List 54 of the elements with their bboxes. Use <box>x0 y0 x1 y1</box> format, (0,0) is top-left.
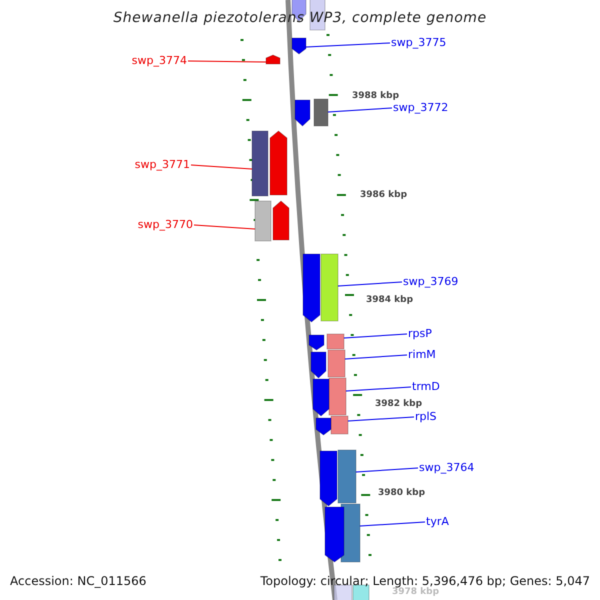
scale-label: 3986 kbp <box>360 190 408 200</box>
gene-label: swp_3771 <box>134 158 190 172</box>
scale-label: 3988 kbp <box>352 90 400 102</box>
leader-line <box>194 224 256 230</box>
leader-line <box>344 354 408 360</box>
gene-block <box>266 54 280 64</box>
footer-text: Accession: NC_011566 <box>10 575 146 589</box>
footer-text: Topology: circular; Length: 5,396,476 bp; Genes: 5,047 <box>260 575 590 588</box>
leader-line <box>346 386 412 392</box>
scale-label: 3980 kbp <box>378 488 426 498</box>
gene-block <box>314 98 328 126</box>
leader-line <box>348 416 414 422</box>
gene-label: rimM <box>408 348 436 362</box>
gene-block <box>328 350 346 378</box>
gene-label: rpsP <box>408 328 432 340</box>
gene-block <box>292 38 306 54</box>
leader-line <box>188 60 266 62</box>
gene-label: rplS <box>415 410 437 424</box>
gene-label: swp_3774 <box>132 54 187 68</box>
scale-label: 3982 kbp <box>375 398 422 410</box>
gene-label: tyrA <box>426 516 449 528</box>
scale-label: 3984 kbp <box>366 294 414 306</box>
diagram-title: Shewanella piezotolerans WP3, complete genome <box>113 10 487 26</box>
leader-line <box>190 164 252 170</box>
gene-block <box>326 334 344 350</box>
gene-label: swp_3769 <box>403 276 458 288</box>
gene-label: swp_3775 <box>391 36 446 50</box>
gene-block <box>272 200 290 240</box>
gene-block <box>294 100 310 127</box>
gene-block <box>254 200 272 242</box>
leader-line <box>306 42 390 48</box>
gene-label: swp_3770 <box>138 218 193 232</box>
leader-line <box>344 334 408 338</box>
gene-block <box>310 352 326 379</box>
gene-block <box>302 254 320 323</box>
gene-label: swp_3764 <box>419 462 474 474</box>
gene-label: trmD <box>412 380 440 394</box>
gene-block <box>320 450 338 507</box>
gene-block <box>330 416 348 434</box>
gene-block <box>252 130 268 196</box>
gene-block <box>324 506 344 562</box>
gene-block <box>352 584 370 600</box>
gene-block <box>320 254 338 322</box>
gene-label: swp_3772 <box>393 102 448 114</box>
gene-block <box>308 334 324 350</box>
scale-label: 3978 kbp <box>392 586 440 598</box>
leader-line <box>356 468 418 472</box>
leader-line <box>338 282 402 286</box>
leader-line <box>328 108 392 112</box>
gene-block <box>270 130 288 196</box>
gene-block <box>338 450 356 504</box>
gene-block <box>334 584 352 600</box>
gene-block <box>316 418 332 436</box>
gene-block <box>328 378 346 416</box>
